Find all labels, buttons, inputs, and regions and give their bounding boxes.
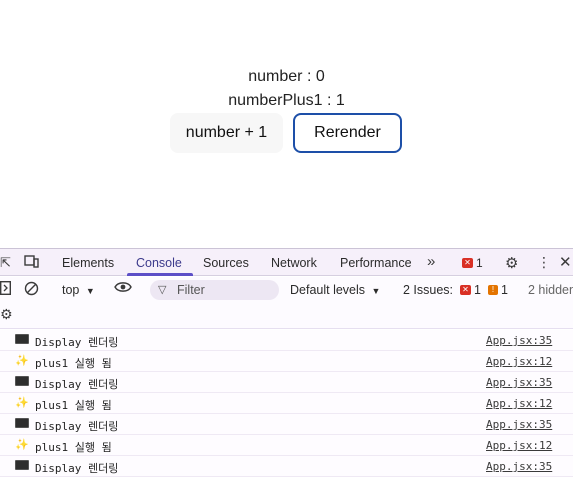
tab-elements[interactable]: Elements bbox=[62, 256, 115, 270]
device-toolbar-icon[interactable] bbox=[24, 255, 39, 271]
log-source-link[interactable]: App.jsx:35 bbox=[486, 460, 553, 473]
sparkle-icon: ✨ bbox=[15, 354, 29, 367]
inspect-element-icon[interactable]: ⇱ bbox=[0, 255, 11, 270]
log-entry: Display 렌더링 App.jsx:35 bbox=[0, 456, 573, 477]
issues-warning-count: 1 bbox=[501, 283, 508, 297]
filter-funnel-icon: ▽ bbox=[158, 284, 167, 296]
monitor-icon bbox=[14, 417, 30, 430]
log-levels-label: Default levels bbox=[290, 283, 366, 297]
error-count-badge[interactable]: ✕ 1 bbox=[462, 256, 483, 270]
number-display: number : 0 bbox=[248, 68, 325, 85]
rerender-button[interactable]: Rerender bbox=[293, 113, 402, 153]
sparkle-icon: ✨ bbox=[15, 396, 29, 409]
warning-icon: ! bbox=[488, 285, 498, 295]
sparkle-icon: ✨ bbox=[15, 438, 29, 451]
button-row: number + 1 Rerender bbox=[170, 113, 402, 153]
filter-input[interactable]: ▽ Filter bbox=[150, 280, 279, 300]
log-message: plus1 실행 됨 bbox=[35, 399, 112, 412]
close-icon[interactable]: ✕ bbox=[559, 254, 572, 271]
tab-console[interactable]: Console bbox=[136, 256, 182, 270]
tab-sources[interactable]: Sources bbox=[203, 256, 249, 270]
log-message: Display 렌더링 bbox=[35, 378, 119, 391]
log-message: Display 렌더링 bbox=[35, 336, 119, 349]
context-label: top bbox=[62, 283, 80, 297]
hidden-messages-count[interactable]: 2 hidden bbox=[528, 283, 573, 297]
sidebar-toggle-icon[interactable] bbox=[0, 280, 12, 298]
log-entry: ✨ plus1 실행 됨 App.jsx:12 bbox=[0, 435, 573, 456]
console-settings-gear-icon[interactable]: ⚙ bbox=[0, 306, 13, 322]
clear-console-icon[interactable] bbox=[24, 281, 39, 299]
log-message: plus1 실행 됨 bbox=[35, 441, 112, 454]
log-entry: Display 렌더링 App.jsx:35 bbox=[0, 372, 573, 393]
monitor-icon bbox=[14, 333, 30, 346]
devtools-tabbar: ⇱ Elements Console Sources Network Perfo… bbox=[0, 249, 573, 276]
live-expression-eye-icon[interactable] bbox=[114, 280, 132, 297]
plus-one-button[interactable]: number + 1 bbox=[170, 113, 283, 153]
number-plus1-display: numberPlus1 : 1 bbox=[228, 92, 345, 109]
devtools-panel: ⇱ Elements Console Sources Network Perfo… bbox=[0, 248, 573, 482]
console-settings-row: ⚙ bbox=[0, 303, 573, 329]
error-count: 1 bbox=[476, 256, 483, 270]
context-selector[interactable]: top ▼ bbox=[62, 283, 95, 297]
console-toolbar: top ▼ ▽ Filter Default levels ▼ 2 Issues… bbox=[0, 277, 573, 303]
tab-network[interactable]: Network bbox=[271, 256, 317, 270]
filter-placeholder: Filter bbox=[177, 283, 205, 297]
log-source-link[interactable]: App.jsx:35 bbox=[486, 334, 553, 347]
tab-performance[interactable]: Performance bbox=[340, 256, 412, 270]
active-tab-indicator bbox=[127, 273, 193, 276]
log-message: plus1 실행 됨 bbox=[35, 357, 112, 370]
error-icon: ✕ bbox=[462, 258, 473, 268]
log-entry: Display 렌더링 App.jsx:35 bbox=[0, 414, 573, 435]
issues-warning-badge[interactable]: ! 1 bbox=[488, 283, 508, 297]
error-icon: ✕ bbox=[460, 285, 471, 295]
log-message: Display 렌더링 bbox=[35, 420, 119, 433]
monitor-icon bbox=[14, 459, 30, 472]
log-source-link[interactable]: App.jsx:35 bbox=[486, 376, 553, 389]
issues-button[interactable]: 2 Issues: bbox=[403, 283, 453, 297]
more-tabs-icon[interactable]: » bbox=[427, 253, 436, 270]
console-log-list: Display 렌더링 App.jsx:35 ✨ plus1 실행 됨 App.… bbox=[0, 330, 573, 477]
log-message: Display 렌더링 bbox=[35, 462, 119, 475]
log-entry: ✨ plus1 실행 됨 App.jsx:12 bbox=[0, 351, 573, 372]
log-entry: Display 렌더링 App.jsx:35 bbox=[0, 330, 573, 351]
log-source-link[interactable]: App.jsx:12 bbox=[486, 397, 553, 410]
more-options-icon[interactable]: ⋮ bbox=[537, 254, 551, 270]
monitor-icon bbox=[14, 375, 30, 388]
issues-error-badge[interactable]: ✕ 1 bbox=[460, 283, 481, 297]
log-source-link[interactable]: App.jsx:12 bbox=[486, 355, 553, 368]
log-levels-dropdown[interactable]: Default levels ▼ bbox=[290, 283, 380, 297]
settings-gear-icon[interactable]: ⚙ bbox=[505, 255, 519, 272]
log-source-link[interactable]: App.jsx:12 bbox=[486, 439, 553, 452]
chevron-down-icon: ▼ bbox=[85, 286, 95, 296]
issues-error-count: 1 bbox=[474, 283, 481, 297]
chevron-down-icon: ▼ bbox=[371, 286, 381, 296]
app-area: number : 0 numberPlus1 : 1 number + 1 Re… bbox=[170, 68, 402, 153]
issues-label: 2 Issues: bbox=[403, 283, 454, 297]
log-entry: ✨ plus1 실행 됨 App.jsx:12 bbox=[0, 393, 573, 414]
log-source-link[interactable]: App.jsx:35 bbox=[486, 418, 553, 431]
